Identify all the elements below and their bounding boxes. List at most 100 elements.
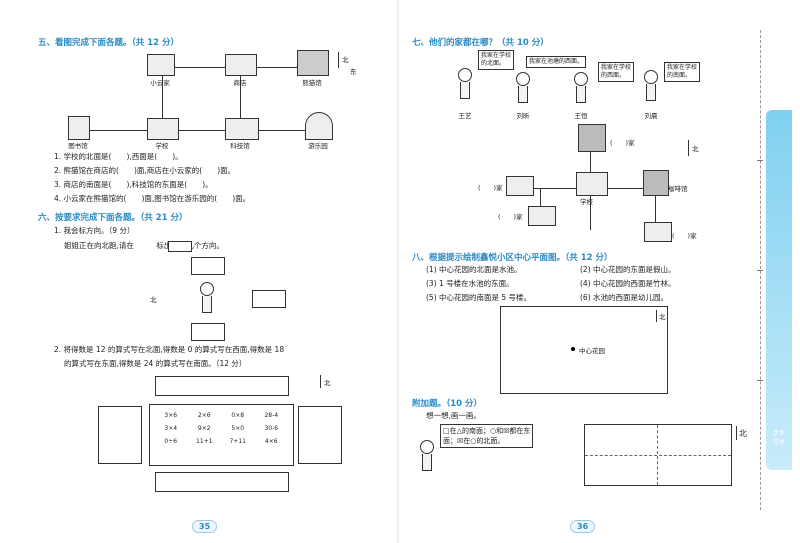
s6-question-1-text: 姐姐正在向北跑,请在 标出另外几个方向。 [64,241,224,250]
shop-label: 商店 [233,79,247,87]
expression: 7+11 [229,438,246,445]
hint-3: (3) 1 号楼在水池的东面。 [426,279,514,288]
north-label: 北 [324,379,331,387]
hint-2: (2) 中心花园的东面是假山。 [580,265,676,274]
north-label: 北 [739,429,747,438]
compass-north-label: 北 [342,56,349,64]
north-label: 北 [659,313,666,321]
expression: 9×2 [197,425,211,432]
tech-museum-image [225,118,259,140]
ruler-tick [757,380,763,381]
kid-liuchen-bubble: 我家在学校的南面。 [664,62,701,82]
direction-box-east[interactable] [252,290,286,308]
s5-question-1: 1. 学校的北面是( ),西面是( )。 [54,152,183,161]
kid-liuxin-image [516,72,530,103]
kid-wangyi-image [458,68,472,99]
library-label: 图书馆 [68,142,88,150]
answer-box-south[interactable] [155,472,289,492]
s6-question-2-line1: 2. 将得数是 12 的算式写在北面,得数是 0 的算式写在西面,得数是 18 [54,345,285,354]
panda-house-image [297,50,329,76]
panda-house-label: 熊猫馆 [302,79,322,87]
pond-image [528,206,556,226]
shop-image [225,54,257,76]
pond-blank: ( )家 [498,213,523,221]
map-line [240,67,241,130]
section8-title: 八、根据提示绘制鑫悦小区中心平面图。（共 12 分） [412,253,613,263]
expression: 30-6 [264,425,279,432]
north-arrow [656,310,657,322]
answer-box-west[interactable] [98,406,142,464]
inline-answer-box[interactable] [168,241,192,252]
section7-title: 七、他们的家都在哪？（共 10 分） [412,38,549,48]
tech-museum-label: 科技馆 [230,142,250,150]
kid-liuxin-bubble: 我家在池塘的西面。 [526,56,587,68]
extra-bubble: □在△的南面；○和☒都在东 面；☒在○的北面。 [440,424,534,448]
house-west-image [506,176,534,196]
school-image [576,172,608,196]
expression: 3×6 [164,412,178,419]
extra-bubble-line2: 面；☒在○的北面。 [443,437,505,445]
xiaoyun-home-image [147,54,175,76]
s5-question-3: 3. 商店的南面是( ),科技馆的东面是( )。 [54,180,213,189]
expression: 0×8 [231,412,245,419]
school-label: 学校 [580,198,593,206]
library-image [68,116,90,140]
house-west-blank: ( )家 [478,184,503,192]
hint-1: (1) 中心花园的北面是水池。 [426,265,522,274]
coffee-shop-image [643,170,669,196]
kid-wangheng-name: 王恒 [574,112,588,120]
house-north-image [578,124,606,152]
kid-wangyi-name: 王艺 [458,112,472,120]
hint-5: (5) 中心花园的南面是 5 号楼。 [426,293,532,302]
expression: 3×4 [164,425,178,432]
house-north-blank: ( )家 [610,139,635,147]
north-label: 北 [692,145,699,153]
direction-box-north[interactable] [191,257,225,275]
sidebar-tab-label: 步步过关 [772,430,785,446]
extra-bubble-line1: □在△的南面；○和☒都在东 [443,427,531,435]
amusement-park-label: 游乐园 [308,142,328,150]
expression: 28-4 [264,412,279,419]
hint-6: (6) 水池的西面是幼儿园。 [580,293,669,302]
road-branch [540,188,541,216]
s6-question-1: 1. 我会标方向。（9 分） [54,226,135,235]
kid-liuchen-name: 刘晨 [644,112,658,120]
map-line [80,130,323,131]
s5-question-4: 4. 小云家在熊猫馆的( )面,图书馆在游乐园的( )面。 [54,194,251,203]
answer-box-east[interactable] [298,406,342,464]
ruler-tick [757,160,763,161]
house-south-blank: ( )家 [672,232,697,240]
kid-liuchen-image [644,70,658,101]
expression-box: 3×6 2×6 0×8 28-4 3×4 9×2 5×0 30-6 0÷6 11… [149,404,294,466]
expression: 5×0 [231,425,245,432]
right-page: 七、他们的家都在哪？（共 10 分） 王艺 我家在学校的北面。 刘昕 我家在池塘… [400,0,800,543]
s6-question-2-line2: 的算式写在东面,得数是 24 的算式写在南面。（12 分） [64,359,247,368]
section6-title: 六、按要求完成下面各题。（共 21 分） [38,213,188,223]
section5-title: 五、看图完成下面各题。（共 12 分） [38,38,179,48]
grid-divider [585,455,731,456]
page-number-36: 36 [570,520,596,533]
plan-drawing-area[interactable]: 中心花园 [500,306,668,394]
running-girl-image [200,282,214,313]
center-garden-label: 中心花园 [579,347,605,355]
compass-east-label: 东 [350,68,357,76]
expression: 4×6 [264,438,278,445]
center-dot [571,347,575,351]
school-label: 学校 [155,142,169,150]
sidebar-tab: 步步过关 [766,110,792,470]
expression: 11+1 [196,438,213,445]
ruler-tick [757,270,763,271]
boy-image [420,440,434,471]
west-north-label: 北 [150,296,157,304]
kid-wangyi-bubble: 我家在学校的北面。 [478,50,515,70]
north-arrow [736,426,737,440]
extra-drawing-grid[interactable] [584,424,732,486]
answer-box-north[interactable] [155,376,289,396]
house-south-image [644,222,672,242]
xiaoyun-home-label: 小云家 [150,79,170,87]
expression: 2×6 [197,412,211,419]
direction-box-south[interactable] [191,323,225,341]
compass-north-arrow [338,52,339,68]
amusement-park-image [305,112,333,140]
coffee-shop-label: 咖啡馆 [668,185,688,193]
